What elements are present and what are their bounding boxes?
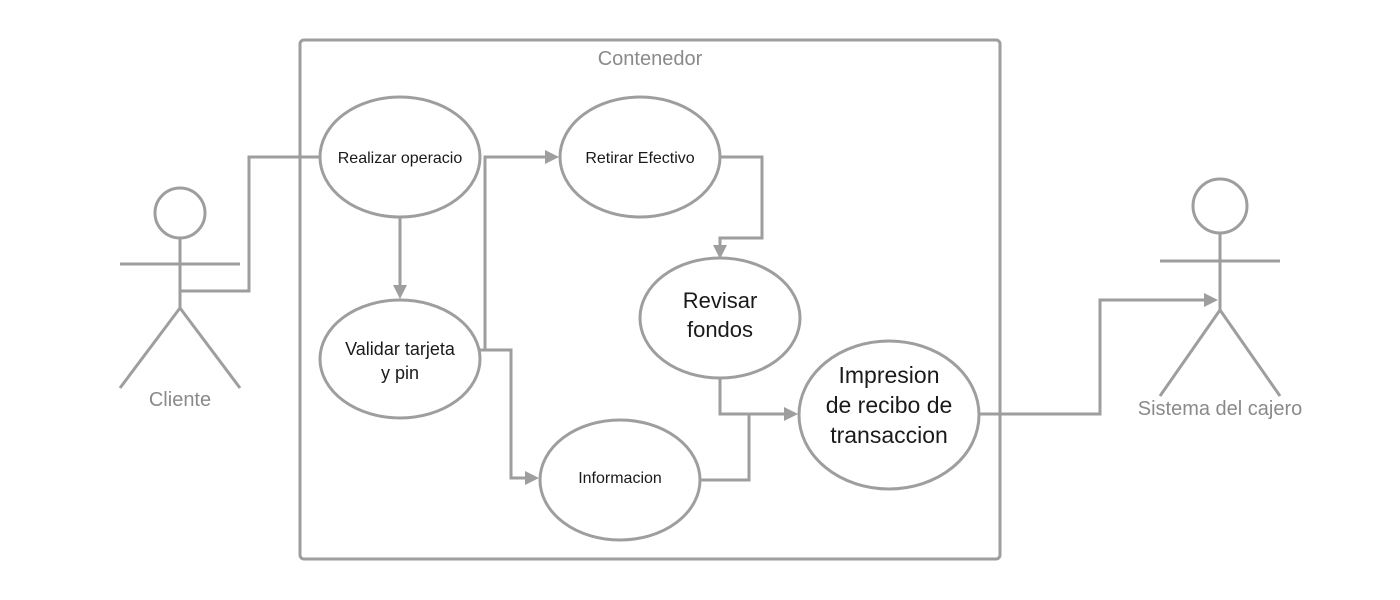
container-title: Contenedor [598,48,703,70]
revisar-fondos-label-line1: Revisar [683,288,758,313]
arrowhead-retirar [545,150,559,164]
stick-figure-icon [1158,177,1282,397]
informacion-label: Informacion [578,470,662,487]
impresion-label-line3: transaccion [830,422,948,448]
use-case-revisar-fondos[interactable]: Revisar fondos [638,256,802,380]
use-case-informacion[interactable]: Informacion [538,418,702,542]
use-case-validar-tarjeta[interactable]: Validar tarjeta y pin [318,298,482,420]
actor-sistema-label: Sistema del cajero [1138,398,1303,420]
system-boundary[interactable] [298,38,1002,561]
connector-retirar-revisar [718,155,764,246]
realizar-operacion-label: Realizar operacio [338,150,463,167]
connector-validar-informacion [480,348,526,480]
actor-cliente-label: Cliente [149,389,211,411]
validar-tarjeta-label-line1: Validar tarjeta [345,339,456,359]
connector-validar-retirar [480,155,546,352]
arrowhead-informacion [525,471,539,485]
arrowhead-impresion [784,407,798,421]
connector-revisar-impresion [718,378,785,416]
impresion-label-line2: de recibo de [826,392,953,418]
impresion-label-line1: Impresion [839,362,940,388]
use-case-impresion-recibo[interactable]: Impresion de recibo de transaccion [797,339,981,491]
retirar-efectivo-label: Retirar Efectivo [585,150,694,167]
use-case-realizar-operacion[interactable]: Realizar operacio [318,95,482,219]
connector-impresion-sistema [978,298,1205,416]
connector-cliente-realizar [180,155,320,293]
actor-sistema-cajero[interactable]: Sistema del cajero [1138,177,1303,420]
arrowhead-validar [393,285,407,299]
connector-informacion-impresion [700,412,785,482]
revisar-fondos-label-line2: fondos [687,317,753,342]
use-case-retirar-efectivo[interactable]: Retirar Efectivo [558,95,722,219]
actor-cliente[interactable]: Cliente [118,186,242,411]
stick-figure-icon [118,186,242,389]
validar-tarjeta-label-line2: y pin [381,363,419,383]
arrowhead-revisar [713,245,727,259]
arrowhead-sistema [1204,293,1218,307]
